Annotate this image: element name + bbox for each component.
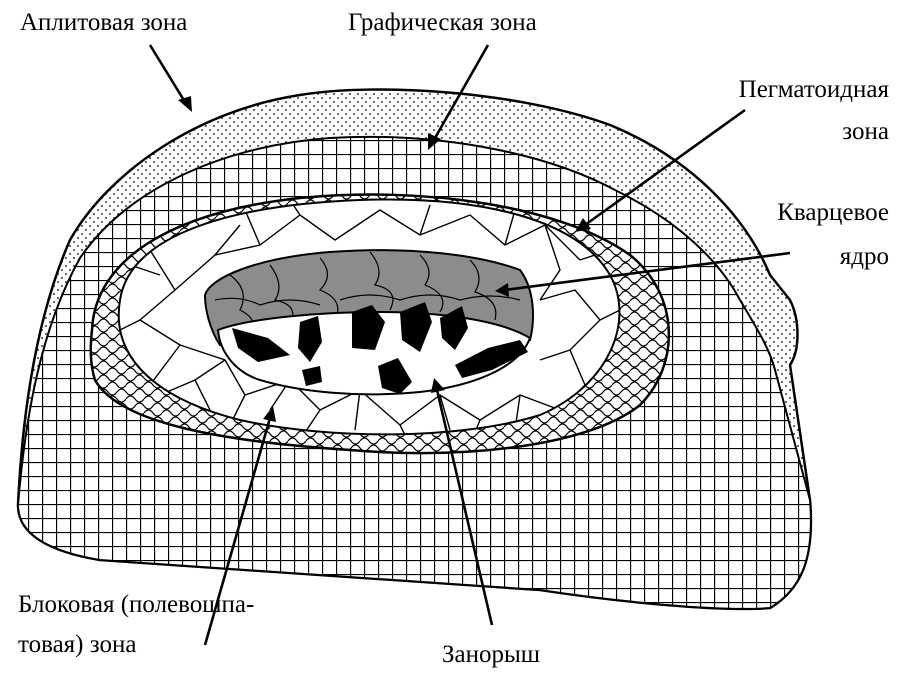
label-quartz-core-line1: Кварцевое xyxy=(777,198,889,228)
label-graphic-zone: Графическая зона xyxy=(348,8,537,38)
label-miarole: Занорыш xyxy=(442,640,540,670)
label-aplite-zone: Аплитовая зона xyxy=(20,8,187,38)
label-pegmatoid-zone-line1: Пегматоидная xyxy=(739,75,889,105)
aplite-leader xyxy=(150,45,192,112)
label-pegmatoid-zone-line2: зона xyxy=(842,117,889,147)
label-block-zone-line1: Блоковая (полевошпа- xyxy=(18,590,254,620)
label-block-zone-line2: товая) зона xyxy=(18,630,136,660)
label-quartz-core-line2: ядро xyxy=(840,242,889,272)
